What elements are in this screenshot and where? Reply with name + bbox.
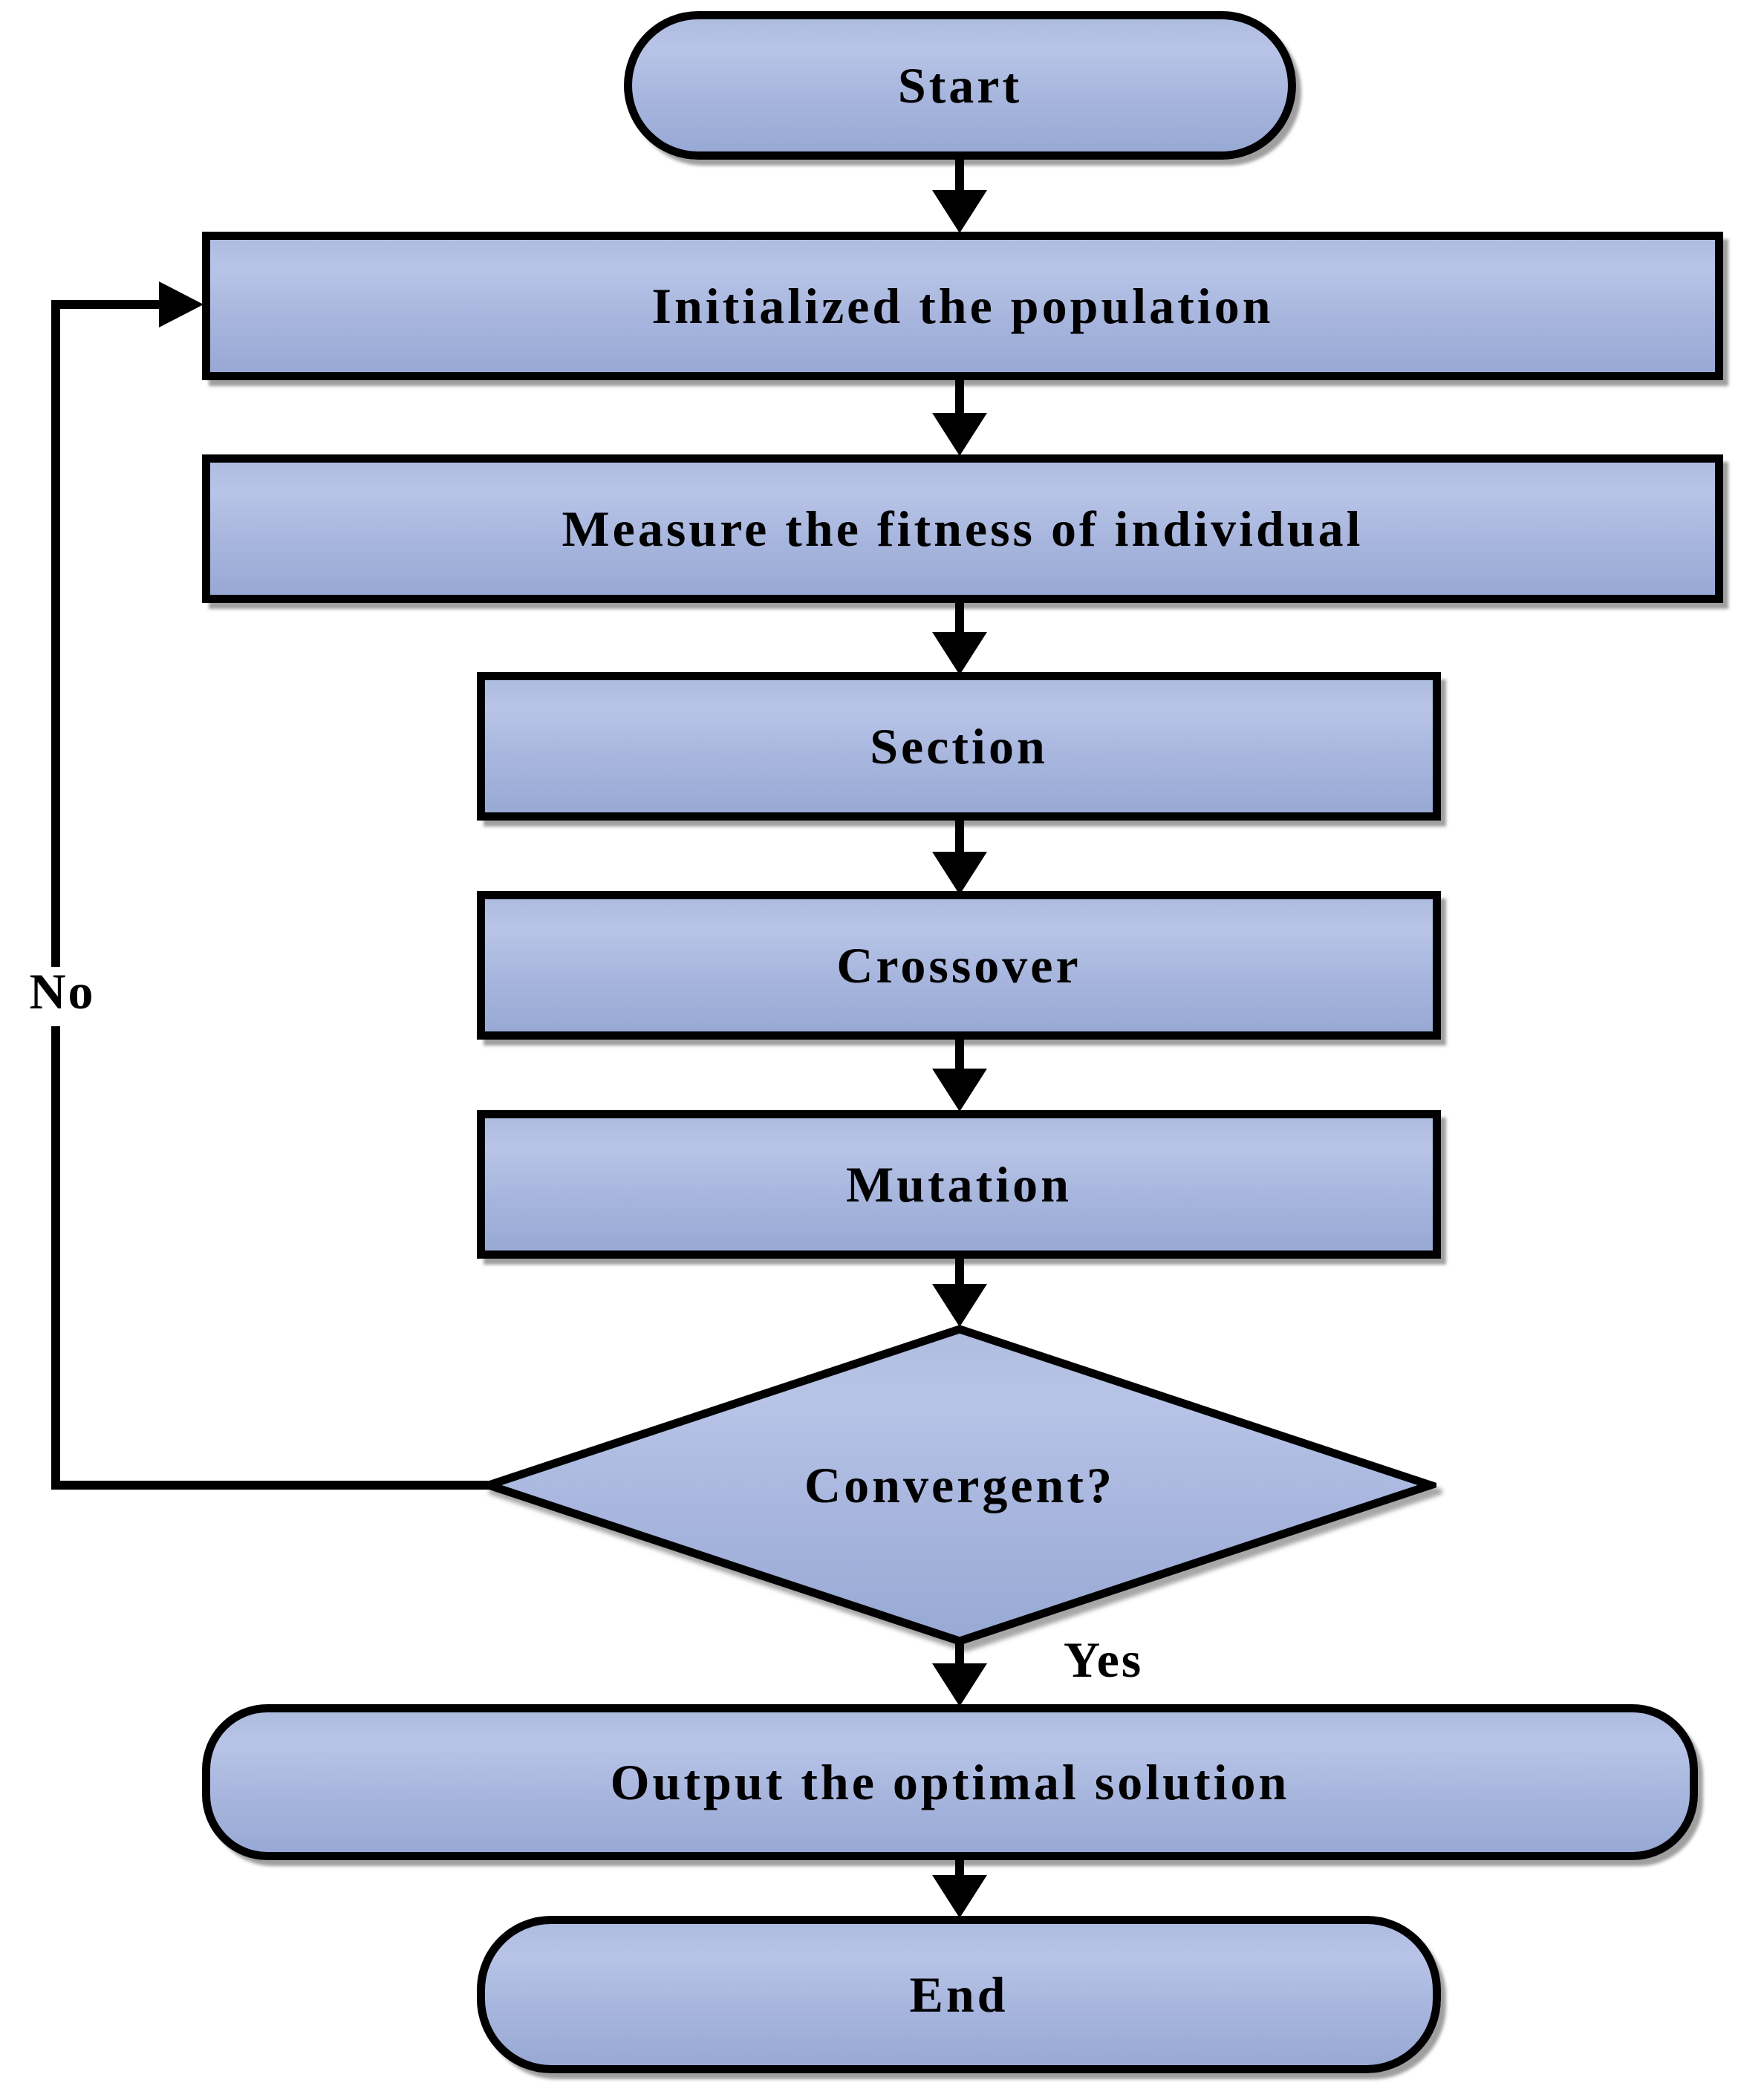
output-solution-node: Output the optimal solution — [202, 1704, 1698, 1860]
mutation-label: Mutation — [846, 1155, 1072, 1213]
measure-fitness-node: Measure the fitness of individual — [202, 454, 1723, 603]
no-loop-vertical-upper-segment — [51, 300, 60, 967]
end-node: End — [477, 1916, 1441, 2073]
yes-branch-label: Yes — [1064, 1631, 1144, 1688]
crossover-label: Crossover — [836, 936, 1081, 994]
arrow-shaft — [955, 821, 964, 858]
no-branch-label: No — [29, 963, 96, 1020]
arrowhead-right-icon — [159, 281, 204, 327]
initialize-population-node: Initialized the population — [202, 232, 1723, 380]
arrow-crossover-to-mutation — [932, 1040, 987, 1112]
arrow-section-to-crossover — [932, 821, 987, 895]
arrow-output-to-end — [932, 1859, 987, 1918]
arrowhead-down-icon — [932, 1069, 987, 1112]
arrow-start-to-initialize — [932, 157, 987, 233]
output-solution-label: Output the optimal solution — [610, 1753, 1290, 1810]
arrow-shaft — [955, 601, 964, 638]
arrowhead-down-icon — [932, 632, 987, 675]
crossover-node: Crossover — [477, 891, 1441, 1040]
arrow-mutation-to-convergent — [932, 1256, 987, 1327]
arrow-initialize-to-measure — [932, 379, 987, 456]
arrow-shaft — [955, 157, 964, 196]
initialize-population-label: Initialized the population — [651, 277, 1274, 334]
arrowhead-down-icon — [932, 1875, 987, 1918]
decision-diamond-shape — [483, 1325, 1436, 1646]
arrowhead-down-icon — [932, 852, 987, 895]
end-node-label: End — [909, 1966, 1009, 2023]
section-label: Section — [870, 717, 1048, 775]
arrow-convergent-to-output — [932, 1643, 987, 1706]
arrowhead-down-icon — [932, 190, 987, 233]
arrow-shaft — [955, 379, 964, 419]
arrow-measure-to-section — [932, 601, 987, 675]
arrowhead-down-icon — [932, 1663, 987, 1706]
measure-fitness-label: Measure the fitness of individual — [562, 500, 1364, 557]
arrowhead-down-icon — [932, 1284, 987, 1327]
arrow-shaft — [955, 1643, 964, 1669]
start-node: Start — [624, 11, 1296, 160]
arrow-shaft — [955, 1040, 964, 1075]
no-loop-bottom-segment — [51, 1481, 494, 1490]
convergent-label: Convergent? — [804, 1456, 1115, 1513]
start-node-label: Start — [897, 56, 1023, 114]
arrowhead-down-icon — [932, 413, 987, 456]
arrow-shaft — [955, 1256, 964, 1290]
mutation-node: Mutation — [477, 1110, 1441, 1259]
no-loop-vertical-lower-segment — [51, 1026, 60, 1490]
section-node: Section — [477, 672, 1441, 821]
convergent-decision-node: Convergent? — [483, 1323, 1436, 1647]
no-loop-top-segment — [51, 300, 164, 309]
